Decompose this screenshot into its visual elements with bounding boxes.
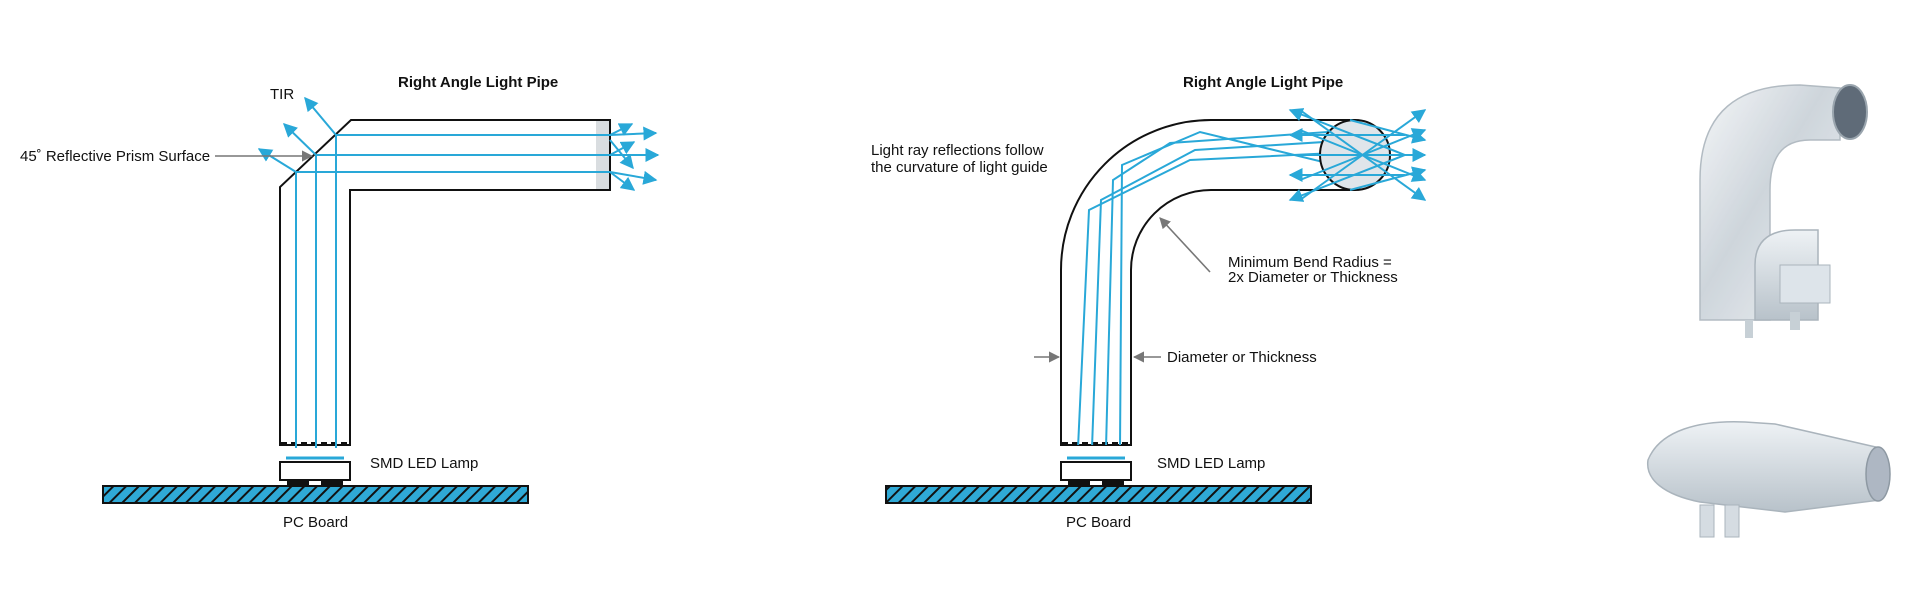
curve-ray-4 <box>1119 130 1355 445</box>
right-diagram: Right Angle Light Pipe Light ray refl <box>871 74 1427 531</box>
lamp-label-right: SMD LED Lamp <box>1157 455 1265 472</box>
exit-ray-5 <box>609 170 658 185</box>
curve-ray-3 <box>1105 129 1355 445</box>
light-pipe-photo-curved <box>1699 84 1868 338</box>
left-title: Right Angle Light Pipe <box>398 74 558 91</box>
tir-ray-1 <box>282 123 317 156</box>
prism-incoming-ray <box>257 148 297 173</box>
curved-pipe-body <box>1060 119 1356 446</box>
right-angle-pipe-body <box>279 119 611 446</box>
curve-ray-2 <box>1091 139 1355 445</box>
bend-radius-line2: 2x Diameter or Thickness <box>1228 269 1398 286</box>
left-light-rays <box>257 96 660 448</box>
tir-ray-2 <box>304 96 337 136</box>
bend-radius-line1: Minimum Bend Radius = <box>1228 254 1392 271</box>
diameter-label: Diameter or Thickness <box>1167 349 1317 366</box>
pc-board-right <box>885 485 1312 504</box>
exit-ray-4 <box>609 141 636 156</box>
ray-2 <box>315 154 610 448</box>
right-light-rays <box>1077 129 1355 445</box>
reflection-note-line1: Light ray reflections follow <box>871 142 1044 159</box>
board-label-right: PC Board <box>1066 514 1131 531</box>
smd-led-lamp-right <box>1060 456 1132 486</box>
exit-rays <box>1288 108 1427 202</box>
exit-ray-2 <box>609 123 634 136</box>
right-title: Right Angle Light Pipe <box>1183 74 1343 91</box>
board-label-left: PC Board <box>283 514 348 531</box>
curve-ray-1 <box>1077 151 1355 445</box>
lamp-label-left: SMD LED Lamp <box>370 455 478 472</box>
reflection-note-line2: the curvature of light guide <box>871 159 1048 176</box>
exit-ray-1 <box>609 126 658 141</box>
bend-radius-arrow <box>1159 217 1211 273</box>
left-diagram: Right Angle Light Pipe TIR 45˚ Reflectiv… <box>20 74 660 531</box>
exit-ray-6 <box>609 171 636 191</box>
tir-label: TIR <box>270 86 294 103</box>
prism-surface-label: 45˚ Reflective Prism Surface <box>20 148 210 165</box>
pc-board-left <box>102 485 529 504</box>
light-pipe-photo-straight <box>1647 421 1891 538</box>
exit-ray-7 <box>609 139 634 170</box>
smd-led-lamp-left <box>279 456 351 486</box>
